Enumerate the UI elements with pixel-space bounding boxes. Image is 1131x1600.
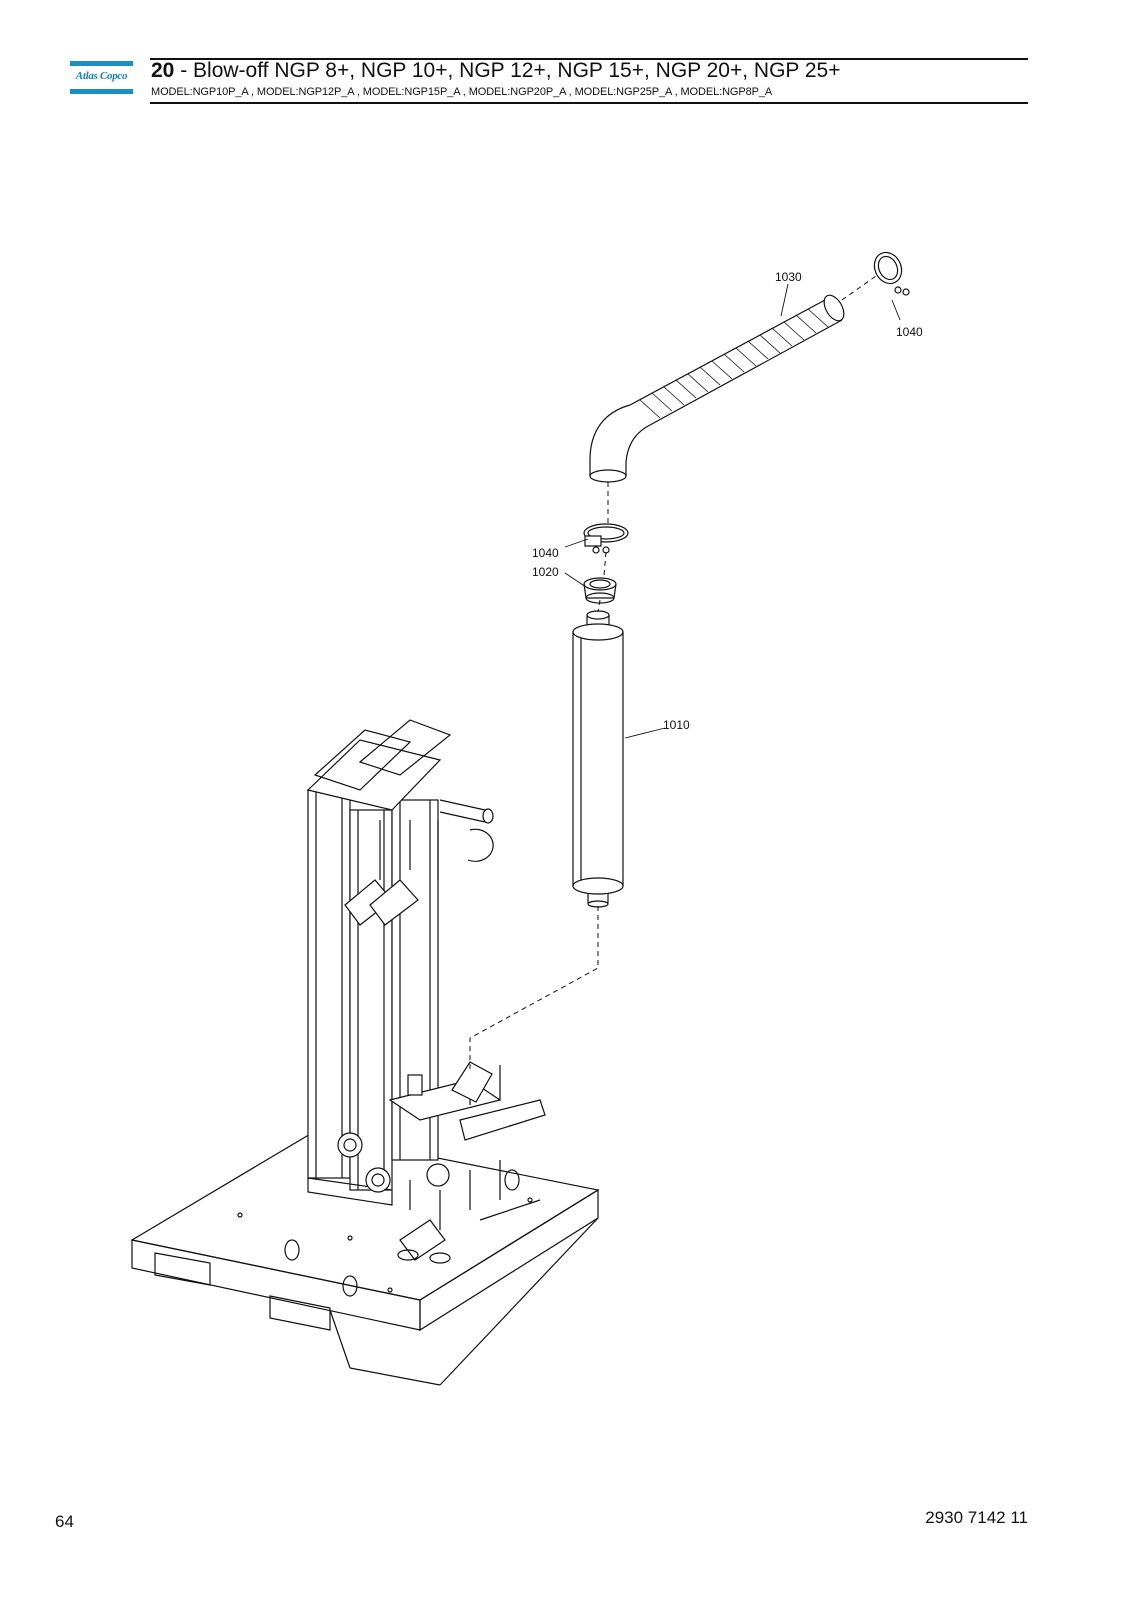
pallet-base [130,1132,600,1386]
leader-lines [564,283,901,739]
model-list: MODEL:NGP10P_A , MODEL:NGP12P_A , MODEL:… [151,86,773,98]
callout-1010: 1010 [663,718,690,732]
page-title: 20 - Blow-off NGP 8+, NGP 10+, NGP 12+, … [151,59,841,83]
adsorber-columns [306,719,452,1206]
clamp-1040-top [873,251,910,296]
header-rule-top [150,58,1028,60]
section-number: 20 [151,59,175,82]
atlas-copco-logo: Atlas Copco [70,61,133,94]
valve-assembly [337,799,546,1264]
hose-1030 [589,294,845,483]
header-rule-bottom [150,102,1028,104]
silencer-1010 [572,610,624,908]
logo-bar-top [70,61,133,66]
callout-1030: 1030 [775,270,802,284]
page-number: 64 [55,1512,74,1531]
section-title: - Blow-off NGP 8+, NGP 10+, NGP 12+, NGP… [174,59,841,82]
logo-wordmark: Atlas Copco [75,70,128,82]
callout-1040-middle: 1040 [532,546,559,560]
assembly-guide-lines [469,275,877,1070]
callout-1020: 1020 [532,565,559,579]
document-number: 2930 7142 11 [925,1508,1028,1527]
callout-1040-top: 1040 [896,325,923,339]
logo-bar-bottom [70,89,133,94]
adapter-1020 [583,577,617,604]
clamp-1040-middle [583,523,629,554]
